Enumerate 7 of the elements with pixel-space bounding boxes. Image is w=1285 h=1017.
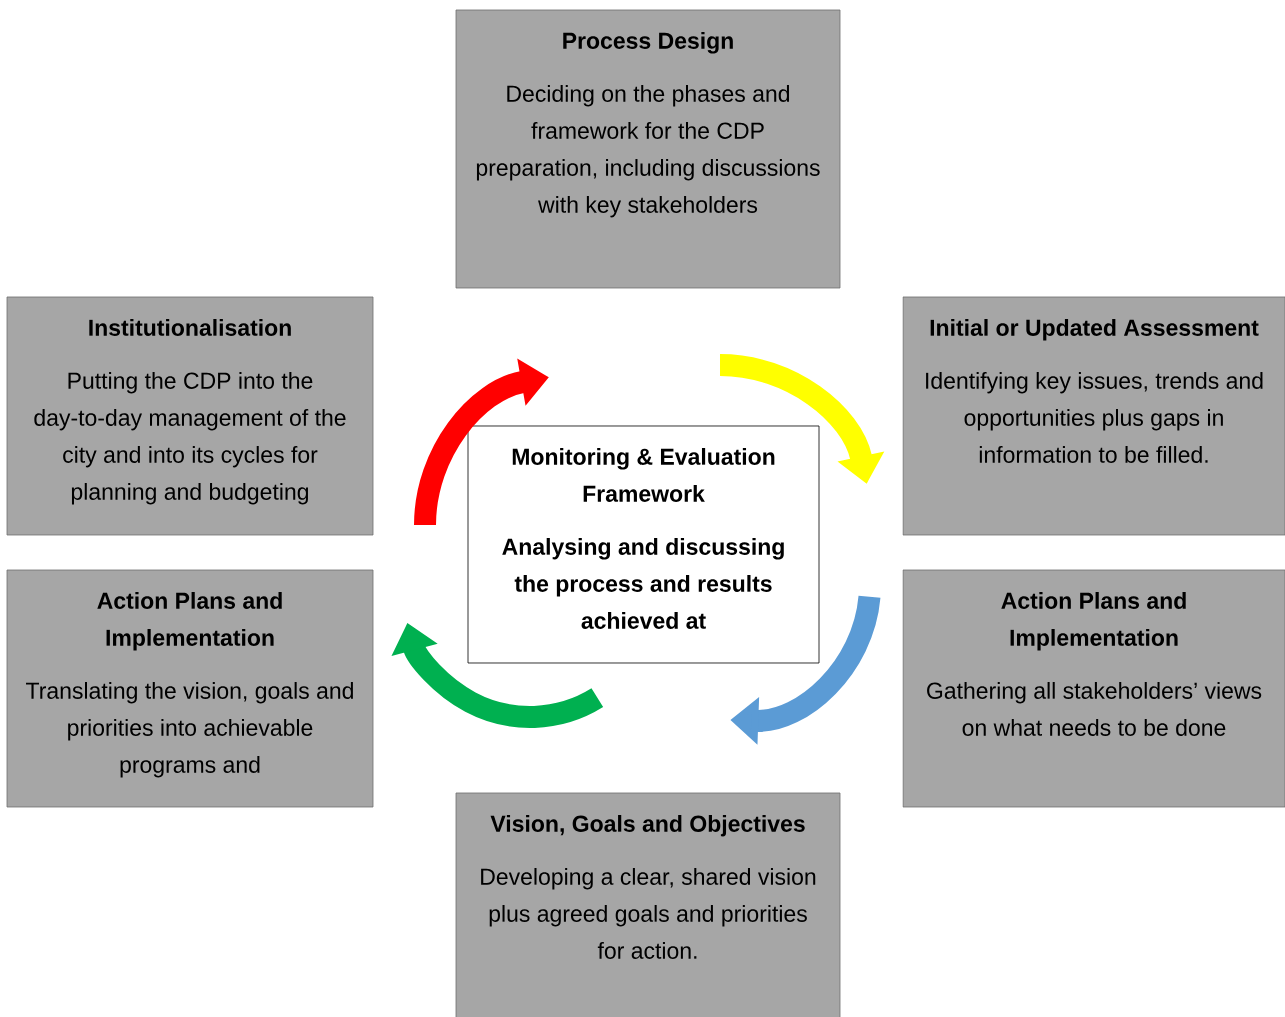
stage-box: Process Design Deciding on the phases and framework for the CDP preparation, including discussions with key stakeholders <box>455 9 841 289</box>
stage-box: Vision, Goals and Objectives Developing a clear, shared vision plus agreed goals and priorities for action. <box>455 792 841 1017</box>
stage-box: Action Plans and Implementation Translating the vision, goals and priorities into achievable programs and <box>6 569 374 808</box>
framework-box: Monitoring & Evaluation Framework Analysing and discussing the process and results achieved at <box>467 425 820 664</box>
stage-box: Action Plans and Implementation Gathering all stakeholders’ views on what needs to be done <box>902 569 1285 808</box>
stage-box: Initial or Updated Assessment Identifying key issues, trends and opportunities plus gaps in information to be filled. <box>902 296 1285 536</box>
stage-box: Institutionalisation Putting the CDP into the day-to-day management of the city and into its cycles for planning and budgeting <box>6 296 374 536</box>
